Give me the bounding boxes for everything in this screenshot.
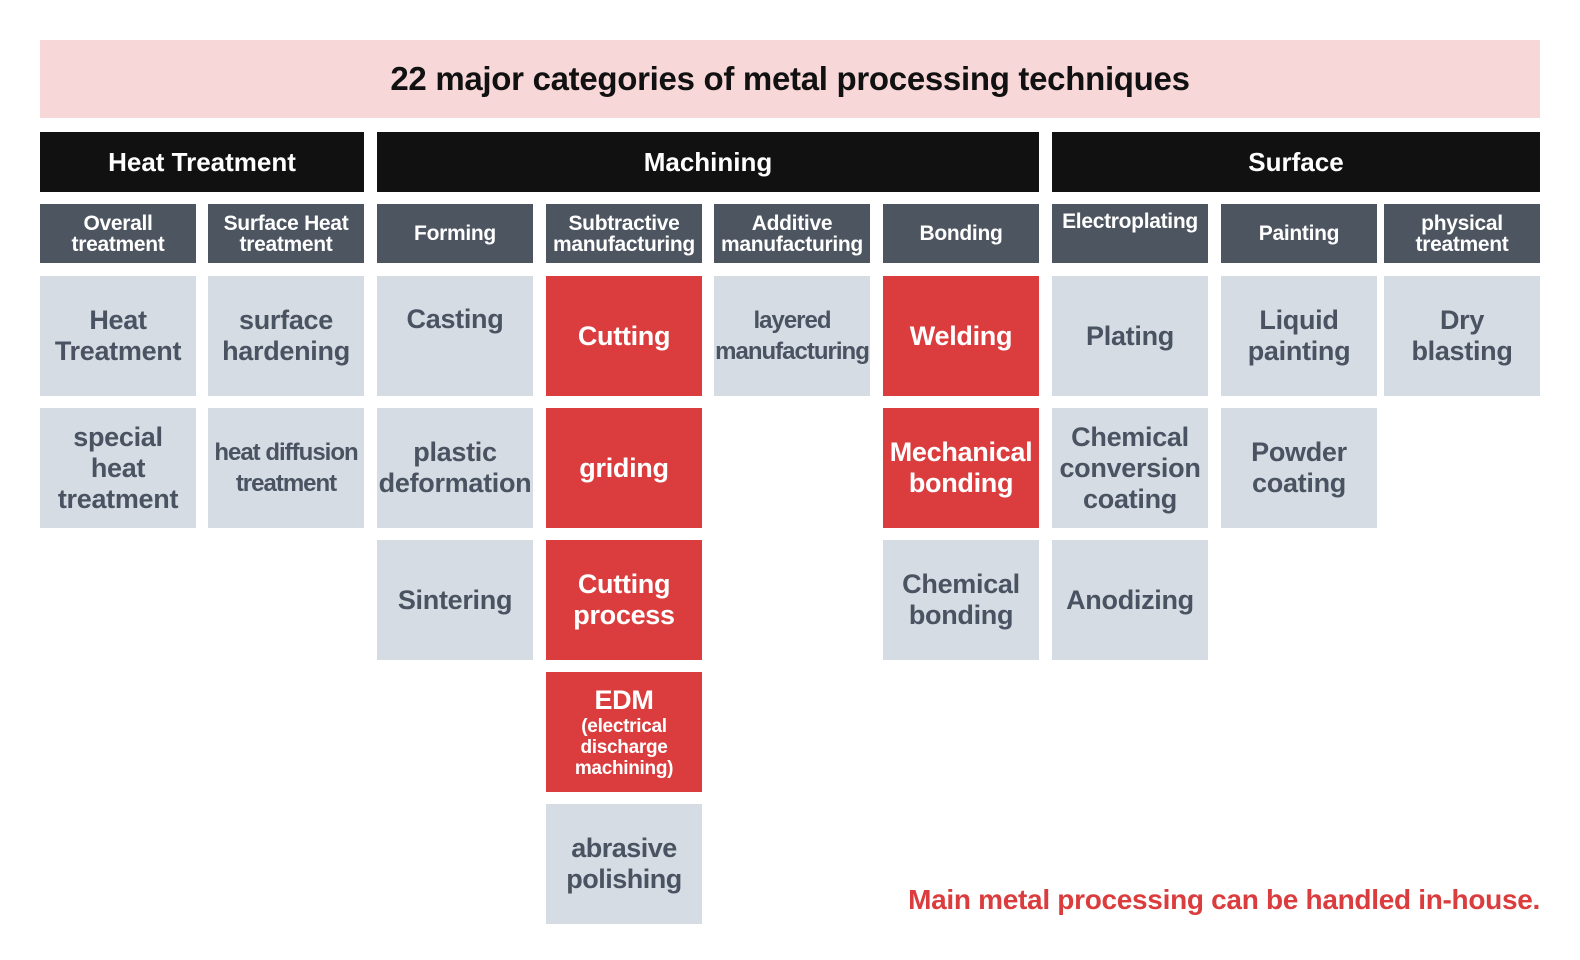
subcategory-label: Overall treatment — [71, 211, 165, 256]
technique-label: Mechanical bonding — [889, 437, 1033, 498]
technique-label: special heat treatment — [57, 421, 179, 514]
technique-cutting-process: Cutting process — [546, 540, 702, 660]
technique-label: Cutting process — [573, 569, 675, 630]
group-header-heat-treatment: Heat Treatment — [40, 132, 364, 192]
technique-chemical-bonding: Chemical bonding — [883, 540, 1039, 660]
technique-label: Chemical bonding — [902, 569, 1020, 630]
subcategory-painting: Painting — [1221, 204, 1377, 263]
technique-heat-diffusion-treatment: heat diffusion treatment — [208, 408, 364, 528]
technique-chemical-conversion-coating: Chemical conversion coating — [1052, 408, 1208, 528]
technique-sintering: Sintering — [377, 540, 533, 660]
group-label: Machining — [643, 146, 773, 177]
subcategory-label: Painting — [1258, 222, 1340, 245]
group-label: Heat Treatment — [108, 146, 296, 177]
subcategory-additive-manufacturing: Additive manufacturing — [714, 204, 870, 263]
technique-label: griding — [579, 452, 669, 483]
technique-cutting: Cutting — [546, 276, 702, 396]
technique-label: EDM — [594, 685, 654, 715]
technique-plating: Plating — [1052, 276, 1208, 396]
technique-label: surface hardening — [222, 305, 350, 366]
technique-label: heat diffusion treatment — [214, 439, 358, 497]
technique-label: Powder coating — [1251, 437, 1347, 498]
technique-label: Heat Treatment — [54, 305, 182, 366]
technique-label: Welding — [909, 320, 1013, 351]
technique-label: Plating — [1086, 320, 1174, 351]
subcategory-physical-treatment: physical treatment — [1384, 204, 1540, 263]
technique-label: Liquid painting — [1247, 305, 1351, 366]
technique-label: layered manufacturing — [715, 307, 870, 365]
subcategory-forming: Forming — [377, 204, 533, 263]
technique-powder-coating: Powder coating — [1221, 408, 1377, 528]
technique-label: Cutting — [577, 320, 671, 351]
subcategory-label: Subtractive manufacturing — [553, 211, 695, 256]
subcategory-label: Forming — [414, 222, 496, 245]
subcategory-electroplating: Electroplating — [1052, 204, 1208, 263]
technique-label: Anodizing — [1066, 584, 1194, 615]
technique-welding: Welding — [883, 276, 1039, 396]
group-header-machining: Machining — [377, 132, 1039, 192]
subcategory-bonding: Bonding — [883, 204, 1039, 263]
diagram-title: 22 major categories of metal processing … — [390, 60, 1190, 97]
technique-label: Chemical conversion coating — [1059, 421, 1201, 514]
subcategory-overall-treatment: Overall treatment — [40, 204, 196, 263]
group-header-surface: Surface — [1052, 132, 1540, 192]
technique-label: Sintering — [397, 584, 513, 615]
technique-special-heat-treatment: special heat treatment — [40, 408, 196, 528]
technique-abrasive-polishing: abrasive polishing — [546, 804, 702, 924]
technique-griding: griding — [546, 408, 702, 528]
technique-label: abrasive polishing — [566, 833, 682, 894]
subcategory-label: Bonding — [919, 222, 1003, 245]
subcategory-subtractive-manufacturing: Subtractive manufacturing — [546, 204, 702, 263]
technique-anodizing: Anodizing — [1052, 540, 1208, 660]
technique-casting: Casting — [377, 276, 533, 396]
title-banner: 22 major categories of metal processing … — [40, 40, 1540, 118]
subcategory-label: physical treatment — [1415, 211, 1509, 256]
in-house-note: Main metal processing can be handled in-… — [908, 884, 1540, 915]
subcategory-surface-heat-treatment: Surface Heat treatment — [208, 204, 364, 263]
technique-edm: EDM (electrical discharge machining) — [546, 672, 702, 792]
technique-surface-hardening: surface hardening — [208, 276, 364, 396]
technique-liquid-painting: Liquid painting — [1221, 276, 1377, 396]
group-label: Surface — [1248, 146, 1344, 177]
technique-mechanical-bonding: Mechanical bonding — [883, 408, 1039, 528]
technique-label: Dry blasting — [1411, 305, 1513, 366]
technique-label: Casting — [406, 304, 504, 334]
subcategory-label: Additive manufacturing — [721, 211, 863, 256]
technique-layered-manufacturing: layered manufacturing — [714, 276, 870, 396]
technique-heat-treatment: Heat Treatment — [40, 276, 196, 396]
technique-note: (electrical discharge machining) — [574, 716, 674, 779]
technique-dry-blasting: Dry blasting — [1384, 276, 1540, 396]
subcategory-label: Surface Heat treatment — [223, 211, 349, 256]
technique-label: plastic deformation — [378, 437, 532, 498]
technique-plastic-deformation: plastic deformation — [377, 408, 533, 528]
subcategory-label: Electroplating — [1062, 210, 1198, 233]
